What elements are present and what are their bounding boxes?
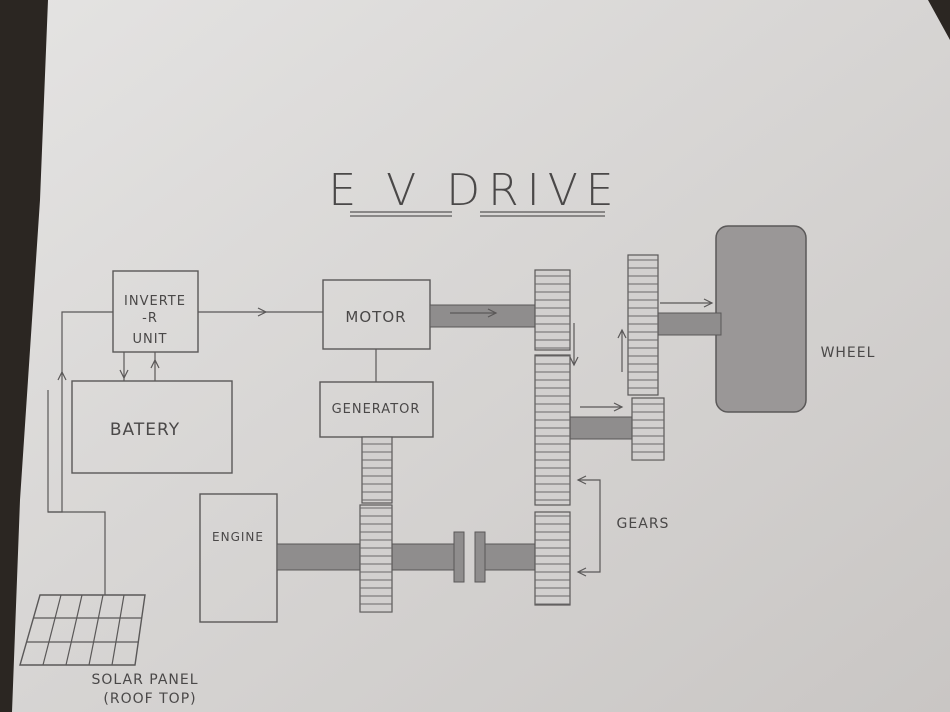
inverter-label-2: -R — [142, 311, 158, 326]
wheel: WHEEL — [715, 225, 876, 413]
wiring — [47, 307, 377, 595]
battery-label: BATERY — [110, 420, 180, 440]
flow-arrows — [450, 298, 714, 412]
gears — [359, 254, 665, 613]
paper-sheet — [12, 0, 950, 712]
inverter-label-1: INVERTE — [124, 294, 186, 309]
solar-panel — [19, 594, 146, 666]
wheel-label: WHEEL — [821, 345, 876, 361]
battery: BATERY — [71, 380, 233, 474]
generator-label: GENERATOR — [332, 402, 421, 417]
solar-label-1: SOLAR PANEL — [91, 672, 198, 688]
gears-bracket — [576, 475, 601, 577]
inverter-label-3: UNIT — [132, 332, 167, 347]
engine-label: ENGINE — [212, 530, 264, 544]
solar-label-2: (ROOF TOP) — [103, 691, 196, 707]
motor-label: MOTOR — [345, 308, 406, 326]
gears-label: GEARS — [617, 516, 670, 532]
title: E V DRIVE — [328, 165, 621, 216]
